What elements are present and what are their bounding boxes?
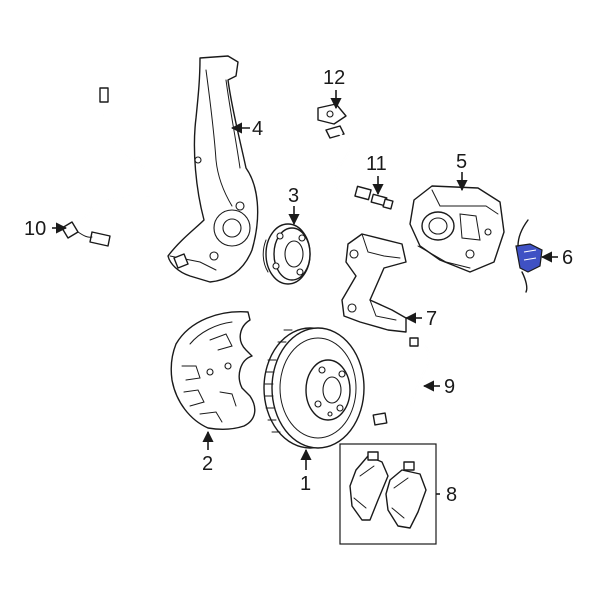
callout-7: 7 [426,308,437,330]
callout-1: 1 [300,473,311,495]
steering-knuckle-part[interactable] [167,55,259,283]
callout-8: 8 [446,484,457,506]
wheel-hub-part[interactable] [262,223,311,285]
caliper-bracket-part[interactable] [341,233,407,333]
pad-wear-sensor-part[interactable] [372,337,430,426]
callout-12: 12 [323,67,345,89]
callout-3: 3 [288,185,299,207]
brake-pad-set-part[interactable] [339,443,437,545]
abs-sensor-wire-part[interactable] [61,87,172,247]
callout-6: 6 [562,247,573,269]
brake-rotor-part[interactable] [263,327,365,449]
callout-labels: 4 3 12 11 5 6 7 9 10 2 1 8 [24,67,573,506]
caliper-spring-clip-part[interactable] [515,219,543,293]
callout-9: 9 [444,376,455,398]
callout-2: 2 [202,453,213,475]
dust-shield-part[interactable] [170,311,256,431]
brake-hose-part[interactable] [325,125,394,210]
callout-10: 10 [24,218,46,240]
callout-5: 5 [456,151,467,173]
bracket-clip-part[interactable] [317,103,347,125]
callout-4: 4 [252,118,263,140]
brake-caliper-part[interactable] [409,185,505,273]
callout-11: 11 [366,153,387,175]
callout-leaders [52,90,558,495]
